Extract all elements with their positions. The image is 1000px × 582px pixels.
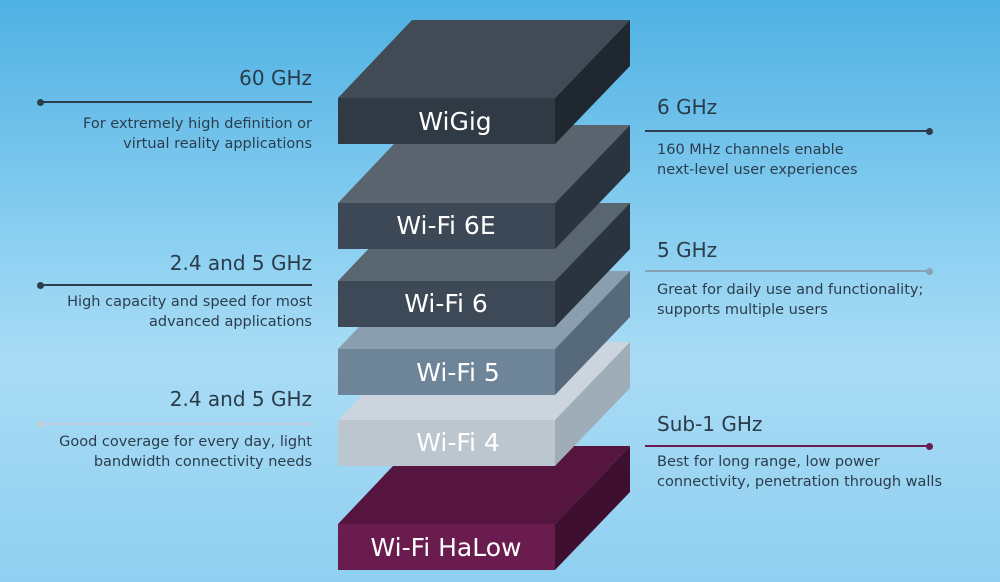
layer-wifi-6e-top (338, 125, 630, 203)
note-wigig: 60 GHz (239, 66, 312, 90)
note-wifi5: 5 GHz (657, 238, 717, 262)
layer-wifi-halow-side (555, 446, 630, 570)
note-wifi6e-rule (645, 127, 933, 135)
note-wigig-line2: virtual reality applications (123, 136, 312, 152)
note-wifi4-rule (37, 420, 312, 428)
note-halow: Sub-1 GHz (657, 412, 762, 436)
layer-wifi-5-front (338, 349, 555, 395)
note-halow-line1: Best for long range, low power (657, 454, 880, 470)
note-wifi4: 2.4 and 5 GHz (170, 387, 312, 411)
note-wifi6e-band: 6 GHz (657, 95, 718, 119)
note-wifi6-dot (37, 281, 44, 289)
layer-wifi-4-front (338, 420, 555, 466)
layer-wifi-6e-side (555, 125, 630, 249)
layer-wigig-label: WiGig (418, 107, 491, 136)
note-halow-line2: connectivity, penetration through walls (657, 474, 943, 490)
note-wifi6e-text: 160 MHz channels enable next-level user … (657, 140, 858, 180)
layer-wigig-top (338, 20, 630, 98)
note-wifi6-line2: advanced applications (149, 314, 312, 330)
note-halow-band: Sub-1 GHz (657, 412, 763, 436)
note-wifi5-line2: supports multiple users (657, 302, 828, 318)
note-wifi4-line2: bandwidth connectivity needs (93, 454, 312, 470)
note-wigig-rule (37, 98, 312, 106)
note-wifi6-line1: High capacity and speed for most (67, 294, 312, 310)
note-wifi4-band: 2.4 and 5 GHz (169, 387, 312, 411)
layer-wifi-halow-label: Wi-Fi HaLow (371, 533, 522, 562)
note-halow-dot (926, 442, 933, 450)
note-wifi6e-line1: 160 MHz channels enable (657, 142, 844, 158)
note-halow-rule (645, 442, 933, 450)
note-wigig-text: For extremely high definition or virtual… (83, 114, 312, 154)
note-wigig-dot (37, 98, 44, 106)
layer-wifi-4-label: Wi-Fi 4 (416, 428, 500, 457)
note-wifi4-text: Good coverage for every day, light bandw… (59, 432, 312, 472)
note-wifi6-text: High capacity and speed for most advance… (67, 292, 312, 332)
note-wifi6: 2.4 and 5 GHz (170, 251, 312, 275)
note-wifi5-text: Great for daily use and functionality; s… (657, 280, 923, 320)
layer-wifi-6-side (555, 203, 630, 327)
layer-wifi-6e: Wi-Fi 6E (338, 125, 630, 249)
layer-wifi-6-front (338, 281, 555, 327)
note-wifi6e-dot (926, 127, 933, 135)
note-wifi5-rule (645, 267, 933, 275)
layer-wifi-6-label: Wi-Fi 6 (404, 289, 488, 318)
note-wigig-line1: For extremely high definition or (83, 116, 312, 132)
note-wifi5-line1: Great for daily use and functionality; (657, 282, 924, 298)
layer-wifi-6e-label: Wi-Fi 6E (396, 211, 495, 240)
layer-wifi-5-side (555, 271, 630, 395)
note-wifi5-band: 5 GHz (657, 238, 718, 262)
note-wifi6e-line2: next-level user experiences (657, 162, 858, 178)
note-wifi6-rule (37, 281, 312, 289)
layer-wigig-front (338, 98, 555, 144)
layer-wifi-halow-front (338, 524, 555, 570)
layer-wifi-4-side (555, 342, 630, 466)
note-wifi4-dot (37, 420, 44, 428)
layer-wifi-6e-front (338, 203, 555, 249)
note-wifi4-line1: Good coverage for every day, light (59, 434, 312, 450)
note-halow-text: Best for long range, low power connectiv… (657, 452, 942, 492)
layer-wifi-5-label: Wi-Fi 5 (416, 358, 500, 387)
note-wigig-band: 60 GHz (239, 66, 312, 90)
note-wifi6e: 6 GHz (657, 95, 717, 119)
note-wifi5-dot (926, 267, 933, 275)
note-wifi6-band: 2.4 and 5 GHz (169, 251, 312, 275)
layer-wigig: WiGig (338, 20, 630, 144)
layer-wigig-side (555, 20, 630, 144)
